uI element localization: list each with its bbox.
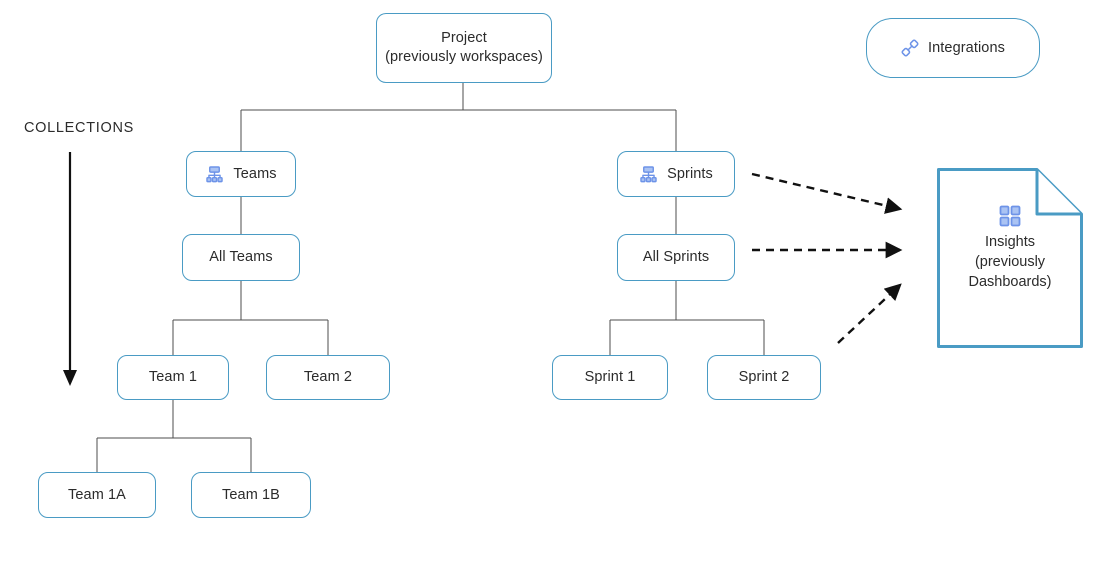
- node-insights[interactable]: Insights (previously Dashboards): [937, 168, 1083, 348]
- node-all-teams[interactable]: All Teams: [182, 234, 300, 281]
- node-all-sprints-label: All Sprints: [642, 249, 710, 265]
- node-team-2[interactable]: Team 2: [266, 355, 390, 400]
- sitemap-icon: [205, 165, 224, 184]
- collections-arrow: [63, 152, 77, 386]
- node-insights-label: Insights (previously Dashboards): [968, 234, 1052, 290]
- sitemap-icon: [639, 165, 658, 184]
- node-project-label: Project (previously workspaces): [385, 30, 543, 65]
- node-teams[interactable]: Teams: [186, 151, 296, 197]
- node-all-teams-label: All Teams: [209, 249, 273, 265]
- dashboard-grid-icon: [937, 204, 1083, 228]
- node-team-1a-label: Team 1A: [68, 486, 126, 503]
- node-project[interactable]: Project (previously workspaces): [376, 13, 552, 83]
- node-sprint-2[interactable]: Sprint 2: [707, 355, 821, 400]
- node-sprints[interactable]: Sprints: [617, 151, 735, 197]
- node-team-1b-label: Team 1B: [222, 486, 280, 503]
- link-chain-icon: [901, 39, 919, 57]
- collections-label: COLLECTIONS: [24, 120, 135, 136]
- node-integrations-label: Integrations: [928, 39, 1005, 56]
- node-sprints-label: Sprints: [667, 165, 713, 182]
- node-all-sprints[interactable]: All Sprints: [617, 234, 735, 281]
- document-shape: [937, 168, 1083, 348]
- node-team-1a[interactable]: Team 1A: [38, 472, 156, 518]
- node-sprint-1-label: Sprint 1: [584, 369, 636, 385]
- node-team-1[interactable]: Team 1: [117, 355, 229, 400]
- node-sprint-1[interactable]: Sprint 1: [552, 355, 668, 400]
- node-teams-label: Teams: [233, 165, 277, 182]
- node-team-1-label: Team 1: [148, 369, 198, 385]
- node-integrations[interactable]: Integrations: [866, 18, 1040, 78]
- node-team-2-label: Team 2: [303, 369, 353, 385]
- node-sprint-2-label: Sprint 2: [738, 369, 790, 385]
- node-team-1b[interactable]: Team 1B: [191, 472, 311, 518]
